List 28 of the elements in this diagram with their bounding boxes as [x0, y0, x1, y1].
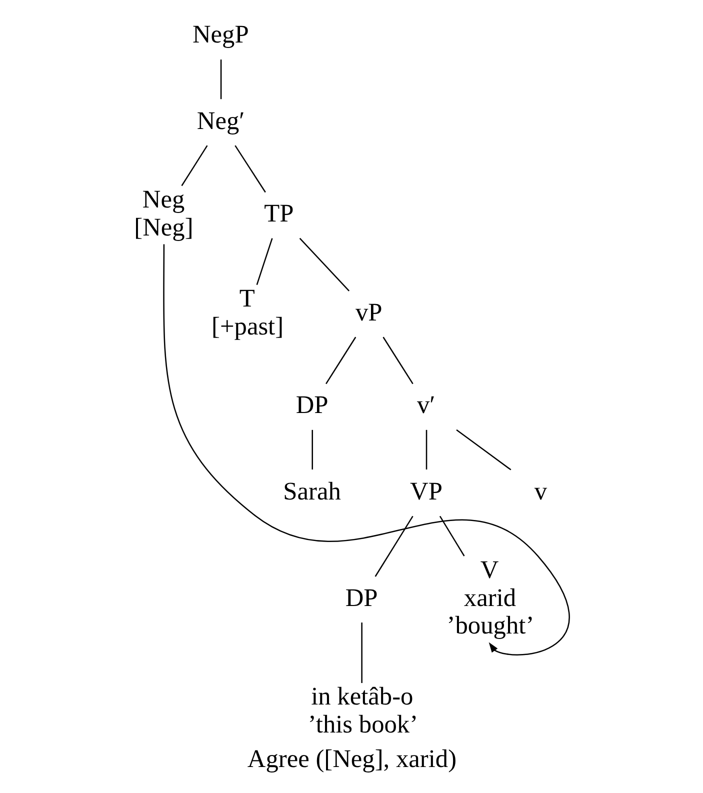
node-text: VP	[410, 477, 442, 506]
node-text: DP	[295, 390, 328, 419]
node-text: Neg [Neg]	[134, 186, 193, 242]
connector	[298, 238, 350, 292]
node-text: T [+past]	[211, 284, 284, 340]
connector	[256, 238, 272, 285]
caption: Agree ([Neg], xarid)	[246, 744, 456, 773]
node-text: in ketâb-o ’this book’	[307, 682, 418, 739]
connector	[456, 429, 511, 470]
connector	[220, 60, 222, 100]
node-text: V xarid ’bought’	[446, 556, 534, 640]
connector	[180, 145, 208, 186]
node-text: v′	[416, 390, 435, 419]
node-text: Neg′	[196, 106, 244, 135]
node-text: v	[534, 477, 547, 506]
connector	[438, 516, 464, 556]
connector	[382, 336, 413, 384]
node-text: vP	[354, 298, 382, 326]
connector	[325, 336, 356, 384]
connector	[234, 145, 266, 193]
connector	[311, 430, 312, 470]
node-text: Sarah	[282, 477, 340, 506]
connector	[360, 622, 362, 684]
node-text: TP	[264, 199, 294, 228]
node-text: DP	[344, 584, 378, 612]
connector	[374, 516, 413, 577]
connector	[425, 430, 427, 470]
node-text: NegP	[192, 20, 248, 49]
